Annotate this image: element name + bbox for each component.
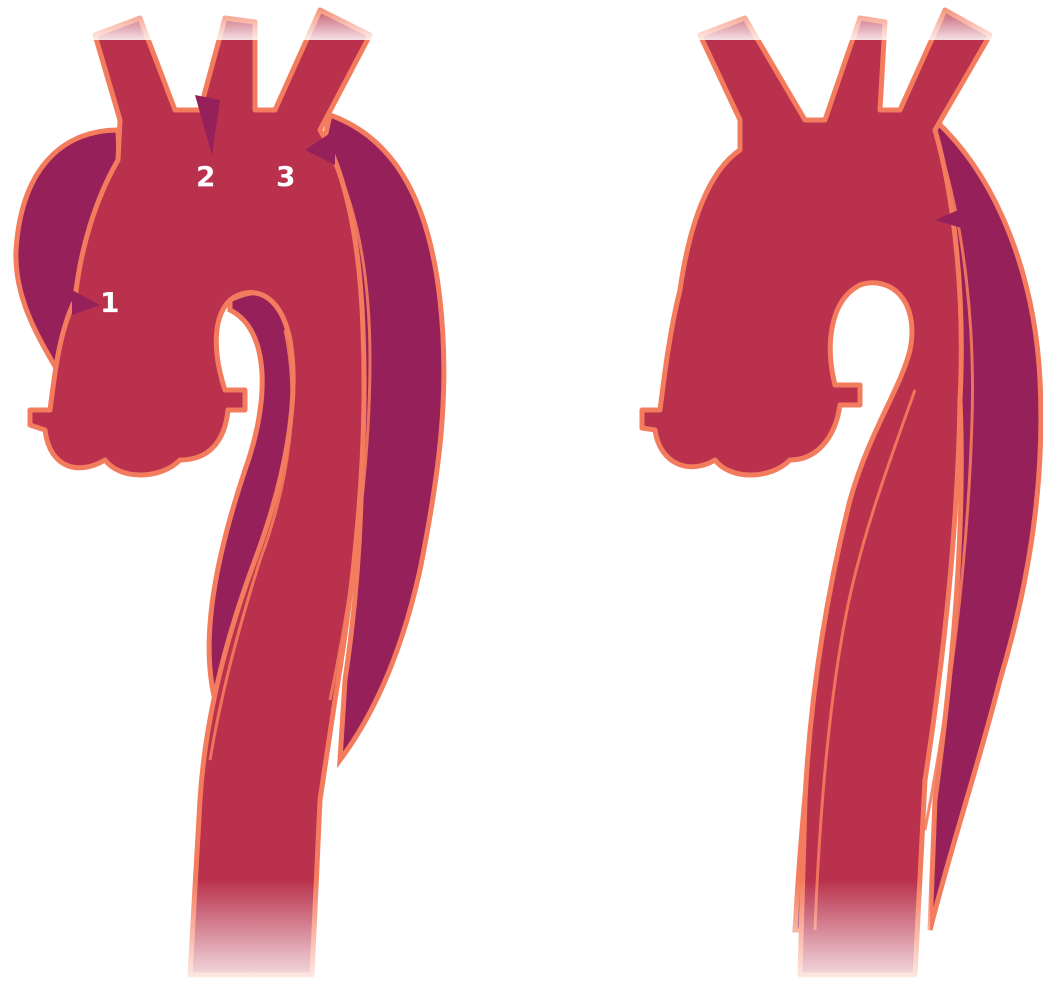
right-aorta-panel bbox=[642, 10, 1041, 980]
left-bottom-fade bbox=[180, 880, 320, 980]
left-entry-label-2: 2 bbox=[196, 160, 215, 193]
left-entry-label-3: 3 bbox=[276, 160, 295, 193]
top-vessel-fade bbox=[0, 0, 1043, 40]
left-entry-label-1: 1 bbox=[100, 286, 119, 319]
left-aorta-panel: 1 2 3 bbox=[16, 10, 444, 980]
right-bottom-fade bbox=[790, 880, 930, 980]
